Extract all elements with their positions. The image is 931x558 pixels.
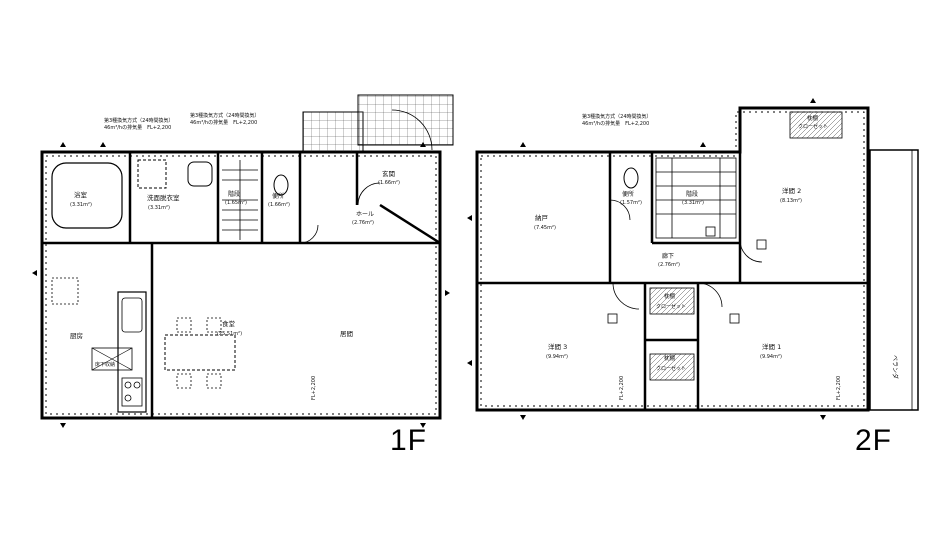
room-toilet-2f-area: (1.57m²) xyxy=(620,200,642,206)
closet-label-a: クローゼット xyxy=(656,303,686,310)
fl-note-1f: FL+2,200 xyxy=(311,376,317,400)
room-storage-2f-area: (7.45m²) xyxy=(534,225,556,231)
room-western1-2f: 洋間 1 xyxy=(762,342,781,351)
floor-1f: 第3種換気方式（24時間換気） 46m³/hの排気量 FL+2,200 第3種換… xyxy=(32,94,454,428)
room-hall-1f-area: (2.76m²) xyxy=(352,220,374,226)
room-entrance-1f: 玄関 xyxy=(382,169,395,178)
balcony-outline xyxy=(869,149,919,411)
underfloor-label: 床下収納 xyxy=(95,361,115,368)
toilet-icon-2f xyxy=(623,167,639,189)
room-stairs-1f: 階段 xyxy=(228,190,240,198)
room-stairs-2f: 階段 xyxy=(686,190,698,198)
stairs-2f xyxy=(655,157,737,239)
balcony-label: ベランダ xyxy=(891,355,899,379)
room-washroom-1f: 洗面脱衣室 xyxy=(147,193,180,202)
room-living-1f: 居間 xyxy=(340,330,353,338)
sink-icon xyxy=(121,297,143,333)
underfloor-storage-icon xyxy=(91,347,133,371)
closet-room2 xyxy=(789,111,843,139)
room-hallway-2f-area: (2.76m²) xyxy=(658,262,680,268)
shelf-label-c: 枕棚 xyxy=(807,114,819,122)
porch-steps xyxy=(357,94,454,146)
stairs-1f xyxy=(222,160,258,240)
room-washroom-1f-area: (3.31m²) xyxy=(148,205,170,211)
closet-room1 xyxy=(649,353,695,381)
dining-table-icon xyxy=(164,334,236,371)
floor-2f: 第3種換気方式（24時間換気） 46m³/hの排気量 FL+2,200 FL+2… xyxy=(467,98,919,420)
ventilation-note-1f-b: 第3種換気方式（24時間換気） xyxy=(190,112,260,119)
room-kitchen-1f: 厨房 xyxy=(70,331,83,340)
fl-note-2f-a: FL+2,200 xyxy=(619,376,625,400)
room-dining-1f: 食堂 xyxy=(222,319,236,328)
room-western3-2f-area: (9.94m²) xyxy=(546,354,568,360)
room-western2-2f-area: (8.13m²) xyxy=(780,198,802,204)
room-western1-2f-area: (9.94m²) xyxy=(760,354,782,360)
floor-label-1f: 1F xyxy=(390,424,428,457)
washing-machine-icon xyxy=(137,159,167,189)
fl-note-2f-b: FL+2,200 xyxy=(836,376,842,400)
room-dining-1f-area: (25.51m²) xyxy=(217,331,242,337)
room-hall-1f: ホール xyxy=(356,211,374,218)
ventilation-note-1f-a2: 46m³/hの排気量 FL+2,200 xyxy=(104,124,171,131)
stove-icon xyxy=(121,377,143,407)
kitchen-counter xyxy=(117,291,147,413)
closet-label-b: クローゼット xyxy=(656,365,686,372)
ventilation-note-2f-b: 46m³/hの排気量 FL+2,200 xyxy=(582,120,649,127)
washbasin-icon xyxy=(187,161,213,187)
porch-tiles xyxy=(302,111,364,153)
closet-room3 xyxy=(649,287,695,315)
shelf-label-a: 枕棚 xyxy=(664,292,676,300)
closet-label-c: クローゼット xyxy=(798,123,828,130)
room-bath-1f: 浴室 xyxy=(74,190,88,199)
room-western2-2f: 洋間 2 xyxy=(782,186,801,195)
room-toilet-1f-area: (1.66m²) xyxy=(268,202,290,208)
room-stairs-2f-area: (3.31m²) xyxy=(682,200,704,206)
room-stairs-1f-area: (1.65m²) xyxy=(225,200,247,206)
bathtub-icon xyxy=(51,162,123,229)
room-entrance-1f-area: (1.66m²) xyxy=(378,180,400,186)
room-bath-1f-area: (3.31m²) xyxy=(70,202,92,208)
toilet-icon xyxy=(273,174,289,196)
shelf-label-b: 枕棚 xyxy=(664,354,676,362)
room-toilet-1f: 便所 xyxy=(272,192,284,200)
room-western3-2f: 洋間 3 xyxy=(548,342,567,351)
ventilation-note-1f-a: 第3種換気方式（24時間換気） xyxy=(104,117,174,124)
exterior-wall-1f xyxy=(40,150,442,420)
ventilation-note-2f: 第3種換気方式（24時間換気） xyxy=(582,113,652,120)
room-toilet-2f: 便所 xyxy=(622,190,634,198)
floor-label-2f: 2F xyxy=(855,424,893,457)
ventilation-note-1f-b2: 46m³/hの排気量 FL+2,200 xyxy=(190,119,257,126)
room-storage-2f: 納戸 xyxy=(535,213,549,222)
room-hallway-2f: 廊下 xyxy=(662,252,674,260)
